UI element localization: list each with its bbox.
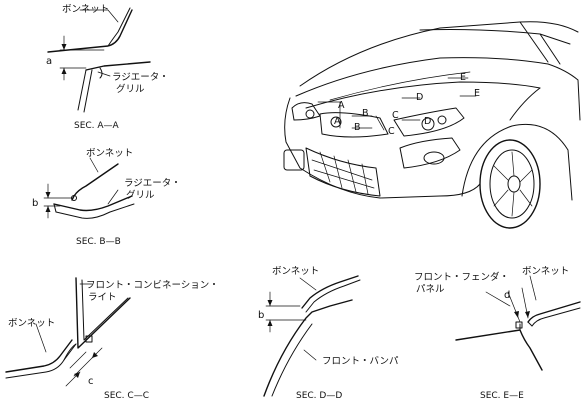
section-d-bumper [263, 299, 353, 397]
section-c-combi-label-line1: フロント・コンビネーション・ [86, 280, 219, 291]
section-e-dim-label: d [504, 290, 510, 301]
section-e-e: フロント・フェンダ・ パネル ボンネット d SEC. E—E [414, 266, 581, 401]
section-e-bonnet-label: ボンネット [522, 266, 569, 277]
section-e-fender-label-line1: フロント・フェンダ・ [414, 271, 509, 283]
section-b-grille [53, 195, 133, 212]
car-marker-e-lower: E [474, 88, 480, 99]
car-marker-a-lower: A [334, 116, 341, 127]
section-b-caption: SEC. B—B [76, 237, 121, 247]
section-d-bonnet [301, 275, 359, 309]
section-e-bonnet [527, 301, 581, 323]
section-b-bonnet-label: ボンネット [86, 148, 133, 159]
car-fog-lamp [423, 151, 445, 165]
car-license-plate [283, 149, 305, 171]
section-a-grille-label-line1: ラジエータ・ [112, 72, 169, 83]
car-marker-a-upper: A [338, 100, 345, 111]
section-a-caption: SEC. A—A [74, 121, 120, 131]
car-marker-b-upper: B [362, 108, 369, 119]
section-a-dim-label: a [46, 56, 52, 67]
section-d-dim-label: b [258, 310, 264, 321]
section-c-combi-light [75, 277, 131, 349]
section-c-bonnet-label: ボンネット [8, 318, 55, 329]
section-d-caption: SEC. D—D [296, 391, 342, 401]
car-marker-b-lower: B [354, 122, 361, 133]
car-marker-c-lower: C [388, 126, 395, 137]
section-c-dim-label: c [88, 376, 94, 387]
section-a-bonnet-label: ボンネット [62, 4, 109, 15]
section-a-bonnet-edge [47, 9, 133, 53]
section-b-grille-label-line2: グリル [126, 189, 155, 201]
section-a-grille [85, 61, 151, 71]
car-illustration: A A B B C C D D E E [283, 21, 581, 229]
car-marker-d-lower: D [424, 116, 431, 127]
car-lower-grille [305, 147, 381, 197]
section-b-bonnet-edge [71, 163, 119, 201]
section-b-dim-label: b [32, 198, 38, 209]
section-e-caption: SEC. E—E [480, 391, 524, 401]
car-marker-c-upper: C [392, 110, 399, 121]
section-a-a: ボンネット ラジエータ・ グリル a SEC. A—A [46, 4, 169, 131]
car-wheel [461, 123, 573, 229]
section-d-d: ボンネット フロント・バンパ b SEC. D—D [258, 266, 399, 401]
section-e-fender-label-line2: パネル [416, 284, 445, 295]
section-b-b: ボンネット ラジエータ・ グリル b SEC. B—B [32, 148, 181, 247]
car-upper-grille [319, 112, 389, 138]
car-headlight-right [393, 107, 465, 137]
section-a-grille-label-line2: グリル [116, 83, 145, 95]
section-c-c: フロント・コンビネーション・ ライト ボンネット c SEC. C—C [5, 277, 219, 401]
section-e-fender [455, 329, 543, 371]
section-c-combi-label-line2: ライト [88, 292, 117, 303]
section-d-bonnet-label: ボンネット [272, 266, 319, 277]
car-marker-d-upper: D [416, 92, 423, 103]
section-b-grille-label-line1: ラジエータ・ [124, 178, 181, 189]
section-c-caption: SEC. C—C [104, 391, 149, 401]
section-d-bumper-label: フロント・バンパ [322, 356, 399, 367]
section-c-bonnet [5, 339, 73, 373]
car-marker-e-upper: E [460, 72, 466, 83]
